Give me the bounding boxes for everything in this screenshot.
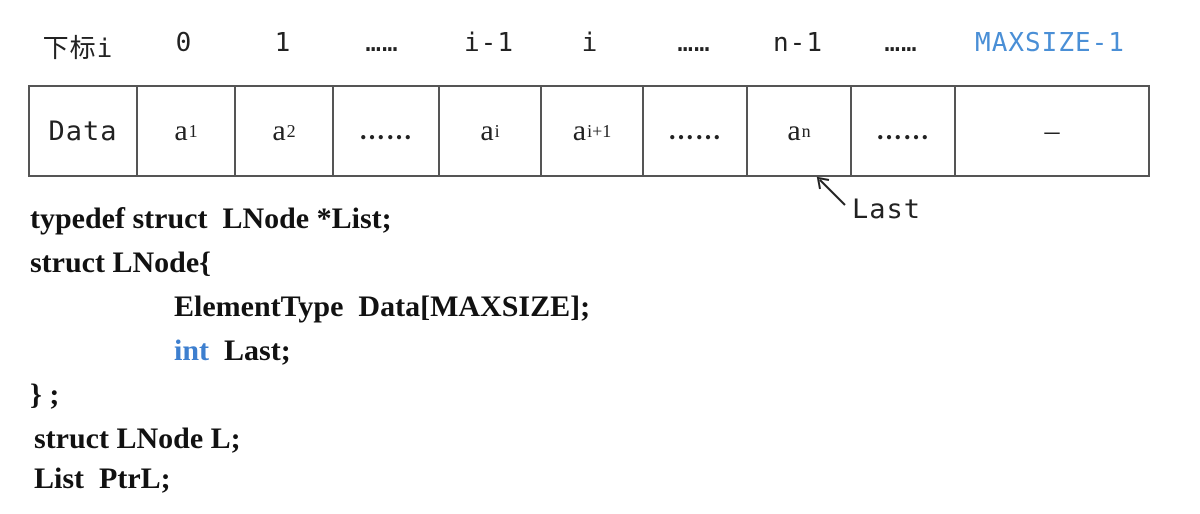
array-head-cell: Data <box>30 87 138 175</box>
array-cell-sub: 2 <box>286 120 296 141</box>
index-label-0: 0 <box>175 28 193 58</box>
array-cell-sub: i <box>494 120 500 141</box>
code-line-last-field: int Last; <box>174 334 291 368</box>
index-label-header: 下标i <box>42 34 114 64</box>
array-cell-base: …… <box>359 116 413 145</box>
array-cell-sub: 1 <box>188 120 198 141</box>
array-cell-base: a <box>272 114 286 147</box>
array-cell-base: a <box>787 114 801 147</box>
array-cell-dots: …… <box>852 87 956 175</box>
code-line-pointer-decl: List PtrL; <box>34 462 171 495</box>
array-cell-base: …… <box>668 116 722 145</box>
index-row: 下标i 0 1 …… i-1 i …… n-1 …… MAXSIZE-1 <box>0 0 1200 80</box>
index-label-n-minus-1: n-1 <box>773 28 823 58</box>
index-label-i-minus-1: i-1 <box>464 28 514 58</box>
array-head-label: Data <box>48 115 118 147</box>
last-field-name: Last; <box>209 334 291 367</box>
code-line-struct-decl: struct LNode L; <box>34 422 241 455</box>
code-line-typedef: typedef struct LNode *List; <box>30 202 392 235</box>
index-label-i: i <box>581 28 599 58</box>
keyword-int: int <box>174 334 210 367</box>
array-cell-dots: …… <box>334 87 440 175</box>
index-label-dots-1: …… <box>365 28 399 58</box>
array-cell-sub: n <box>801 120 811 141</box>
code-line-struct-close: } ; <box>30 378 60 411</box>
index-label-dots-3: …… <box>884 28 918 58</box>
array-cell-base: …… <box>876 116 930 145</box>
array-cell-base: a <box>174 114 188 147</box>
code-line-struct-open: struct LNode{ <box>30 246 211 279</box>
code-line-data-field: ElementType Data[MAXSIZE]; <box>174 290 591 323</box>
array-cell-dots: …… <box>644 87 748 175</box>
index-label-1: 1 <box>274 28 292 58</box>
array-cell-base: – <box>1044 114 1060 147</box>
last-pointer-label: Last <box>852 194 922 225</box>
index-label-dots-2: …… <box>677 28 711 58</box>
array-cell-base: a <box>480 114 494 147</box>
array-cell-sub: i+1 <box>587 120 612 141</box>
array-cell-base: a <box>572 114 587 147</box>
index-label-maxsize: MAXSIZE-1 <box>975 28 1125 58</box>
array-cell-last: – <box>956 87 1148 175</box>
